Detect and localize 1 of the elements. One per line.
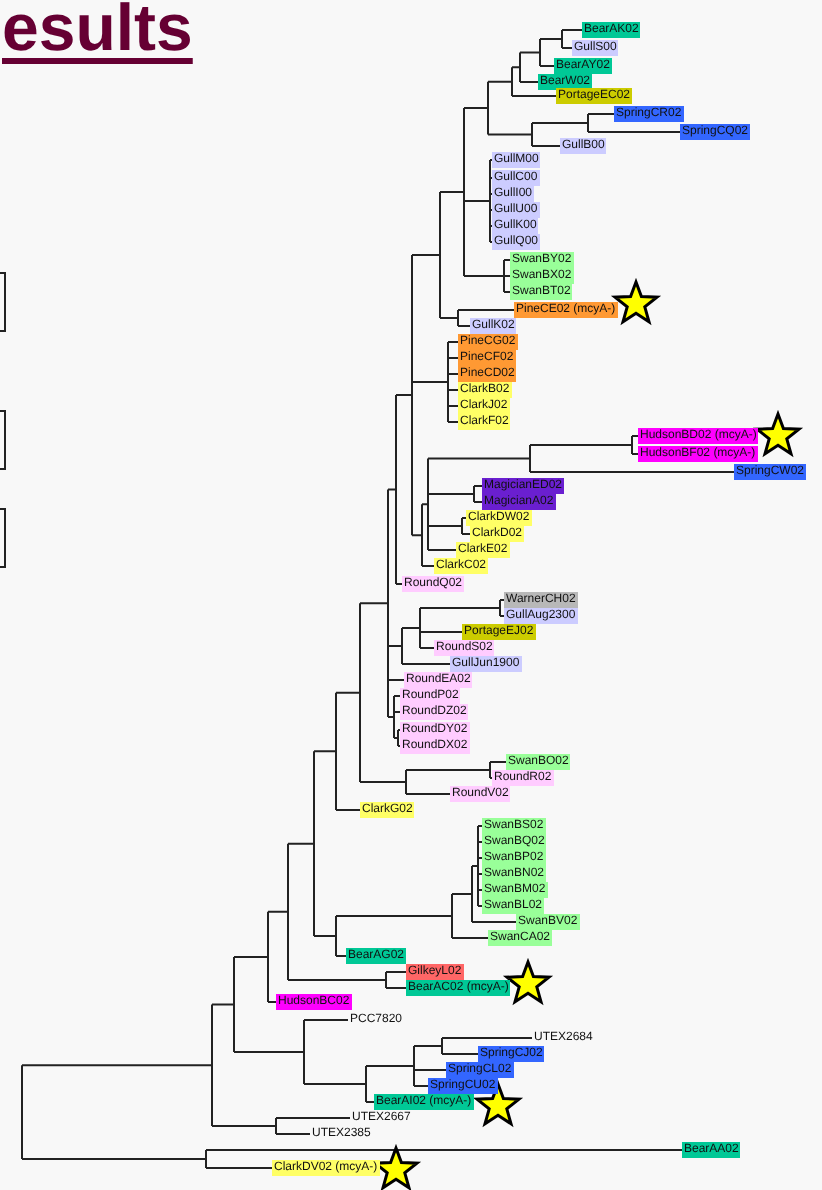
page-title: esults	[2, 0, 193, 68]
